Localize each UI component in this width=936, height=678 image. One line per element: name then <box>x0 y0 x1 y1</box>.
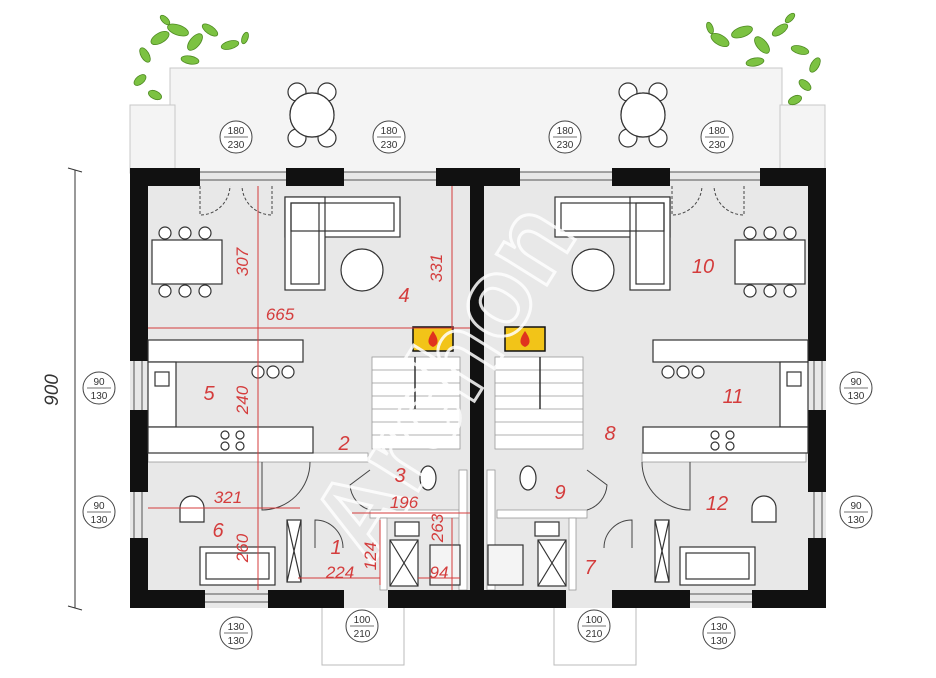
plant-left <box>133 14 249 101</box>
window-tag-width: 180 <box>709 126 726 137</box>
window-tag-width: 90 <box>850 501 862 512</box>
sofa-left <box>284 196 401 291</box>
dimension-196: 196 <box>390 493 419 512</box>
outdoor-table-left <box>287 82 337 148</box>
dining-left <box>151 226 223 298</box>
window-tag-height: 230 <box>381 140 398 151</box>
room-number-10: 10 <box>692 256 714 278</box>
dimension-900: 900 <box>42 374 63 406</box>
kitchen-left <box>147 339 314 454</box>
door-swings <box>261 461 691 549</box>
room-number-5: 5 <box>203 383 215 405</box>
window-tag-height: 230 <box>228 140 245 151</box>
plant-right <box>706 12 821 106</box>
window-tag-width: 100 <box>354 615 371 626</box>
dining-right <box>734 226 806 298</box>
room-number-1: 1 <box>330 537 341 559</box>
room-number-12: 12 <box>706 493 728 515</box>
room-number-2: 2 <box>337 433 349 455</box>
interior-walls <box>147 452 807 591</box>
fireplace-icons <box>412 326 546 352</box>
room-number-11: 11 <box>723 386 744 408</box>
window-tag-height: 210 <box>354 629 371 640</box>
dimension-240: 240 <box>233 385 252 415</box>
dimension-331: 331 <box>427 254 446 282</box>
dimension-665: 665 <box>266 305 295 324</box>
dimension-94: 94 <box>430 563 449 582</box>
dimension-260: 260 <box>233 533 252 563</box>
window-tag-width: 130 <box>711 622 728 633</box>
window-tag-height: 130 <box>848 391 865 402</box>
window-tag-width: 90 <box>850 377 862 388</box>
room-number-9: 9 <box>554 482 565 504</box>
dimension-321: 321 <box>214 488 242 507</box>
coffee-tables <box>340 248 615 292</box>
stairs-right <box>494 356 584 450</box>
window-tag-height: 130 <box>848 515 865 526</box>
stairs-left <box>371 356 461 450</box>
window-tags: 1802301802301802301802309013090130901309… <box>82 120 873 650</box>
outdoor-table-right <box>618 82 668 148</box>
dimension-224: 224 <box>325 563 354 582</box>
dimension-263: 263 <box>428 513 447 543</box>
room-number-3: 3 <box>394 465 405 487</box>
window-tag-width: 130 <box>228 622 245 633</box>
window-tag-height: 230 <box>709 140 726 151</box>
window-tag-width: 100 <box>586 615 603 626</box>
side-windows <box>133 361 823 603</box>
room-number-7: 7 <box>584 557 596 579</box>
window-tag-height: 130 <box>91 391 108 402</box>
scale-line <box>67 167 83 611</box>
window-tag-height: 230 <box>557 140 574 151</box>
room-number-6: 6 <box>212 520 224 542</box>
terrace-doors <box>199 185 745 216</box>
sofa-right <box>554 196 671 291</box>
terrace <box>129 67 826 174</box>
window-tag-width: 90 <box>93 501 105 512</box>
window-tag-height: 130 <box>711 636 728 647</box>
dimension-307: 307 <box>233 247 252 276</box>
top-windows <box>200 171 760 181</box>
window-tag-width: 180 <box>228 126 245 137</box>
window-tag-height: 130 <box>91 515 108 526</box>
window-tag-width: 180 <box>381 126 398 137</box>
window-tag-height: 130 <box>228 636 245 647</box>
window-tag-height: 210 <box>586 629 603 640</box>
room-number-4: 4 <box>398 285 409 307</box>
dimension-lines <box>148 186 470 590</box>
room-number-8: 8 <box>604 423 615 445</box>
bedroom-furniture <box>179 495 777 586</box>
kitchen-right <box>642 339 809 454</box>
window-tag-width: 90 <box>93 377 105 388</box>
dimension-124: 124 <box>361 542 380 570</box>
window-tag-width: 180 <box>557 126 574 137</box>
